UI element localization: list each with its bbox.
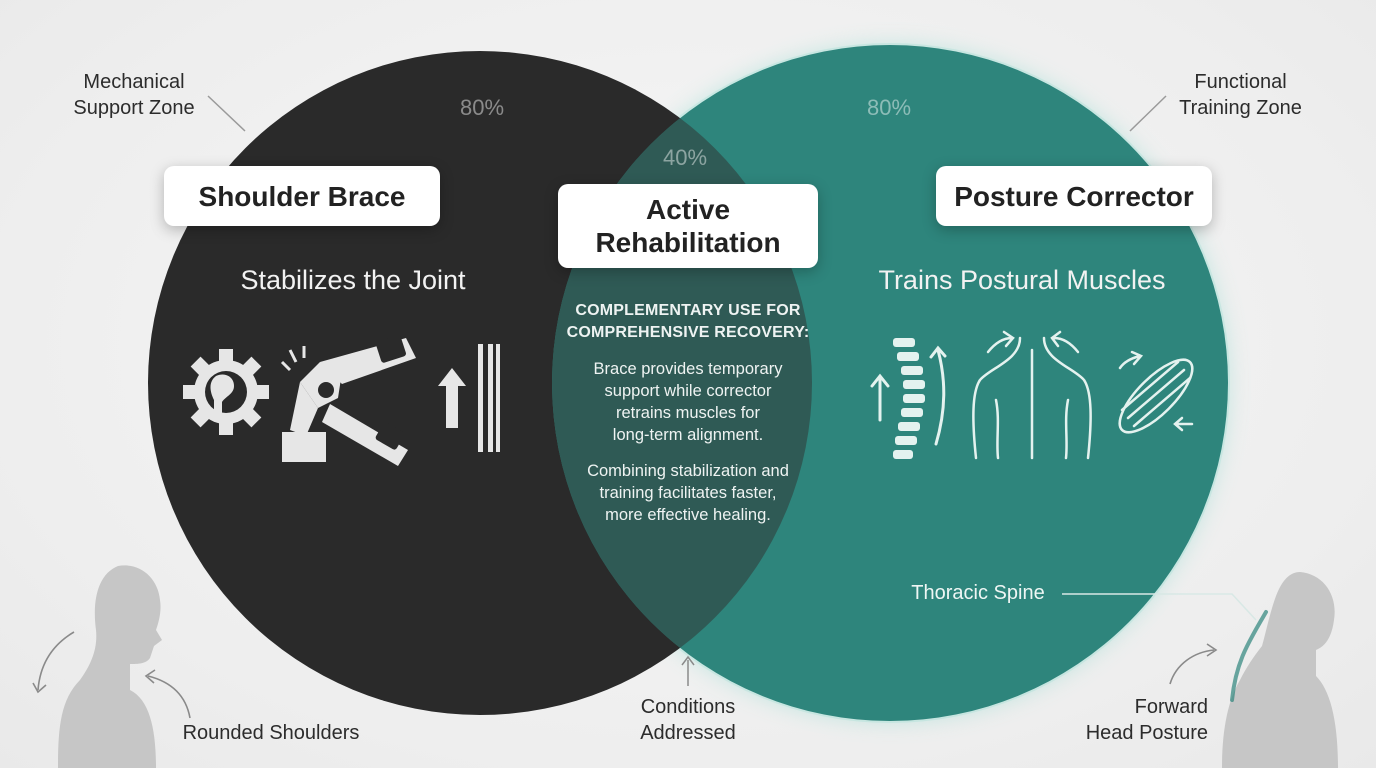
functional-leader-line	[1129, 95, 1167, 132]
para2-line: Combining stabilization and	[587, 462, 789, 480]
posture-corrector-title-text: Posture Corrector	[954, 180, 1194, 212]
mechanical-line2: Support Zone	[73, 97, 195, 119]
rounded-shoulders-pointer	[147, 675, 191, 719]
overlap-heading-line1: COMPLEMENTARY USE FOR	[575, 302, 801, 319]
functional-training-zone-label: Functional Training Zone	[1163, 69, 1318, 121]
rounded-shoulders-label: Rounded Shoulders	[182, 722, 360, 744]
active-rehab-line2: Rehabilitation	[595, 227, 781, 258]
forward-head-arrowhead	[1206, 643, 1218, 657]
overlap-heading-line2: COMPREHENSIVE RECOVERY:	[566, 324, 810, 341]
active-rehab-line1: Active	[645, 194, 731, 225]
para1-line: retrains muscles for	[616, 404, 760, 422]
back-muscles-icon	[972, 330, 1092, 460]
right-person-figure	[1222, 572, 1338, 768]
mechanical-line1: Mechanical	[83, 71, 185, 93]
brace-subtitle: Stabilizes the Joint	[240, 265, 466, 295]
knee-brace-icon	[280, 335, 416, 466]
functional-line2: Training Zone	[1179, 97, 1302, 119]
mechanical-support-zone-label: Mechanical Support Zone	[54, 69, 214, 121]
overlap-description: COMPLEMENTARY USE FOR COMPREHENSIVE RECO…	[548, 300, 828, 526]
overlap-paragraph-2: Combining stabilization and training fac…	[548, 460, 828, 526]
corrector-subtitle: Trains Postural Muscles	[878, 265, 1166, 295]
thoracic-spine-label: Thoracic Spine	[911, 582, 1045, 604]
overlap-percent-label: 40%	[663, 145, 708, 170]
forward-line2: Head Posture	[1085, 722, 1208, 744]
posture-corrector-title: Posture Corrector	[936, 166, 1212, 226]
forward-line1: Forward	[1134, 696, 1208, 718]
up-arrow-bars-icon	[438, 344, 500, 452]
corrector-percent-label: 80%	[867, 95, 912, 120]
gear-joint-icon	[183, 349, 269, 435]
rounded-shoulders-arrowhead-left	[32, 682, 47, 694]
functional-line1: Functional	[1194, 71, 1287, 93]
conditions-line2: Addressed	[640, 722, 736, 744]
active-rehabilitation-title: Active Rehabilitation	[558, 184, 818, 268]
mechanical-leader-line	[207, 95, 246, 132]
forward-head-posture-label: Forward Head Posture	[1052, 694, 1208, 746]
muscle-fiber-icon	[1118, 350, 1194, 434]
conditions-line1: Conditions	[640, 696, 736, 718]
conditions-addressed-label: Conditions Addressed	[608, 694, 768, 746]
forward-head-arc	[1169, 649, 1215, 685]
brace-percent-label: 80%	[460, 95, 505, 120]
overlap-paragraph-1: Brace provides temporary support while c…	[548, 358, 828, 446]
shoulder-brace-title: Shoulder Brace	[164, 166, 440, 226]
rounded-shoulders-arc-left	[37, 631, 75, 691]
para1-line: support while corrector	[604, 382, 772, 400]
spine-arrows-icon	[870, 338, 947, 459]
left-person-figure	[58, 565, 162, 768]
para2-line: training facilitates faster,	[599, 484, 777, 502]
para1-line: Brace provides temporary	[593, 360, 783, 378]
conditions-arrow-head	[681, 655, 695, 666]
overlap-heading: COMPLEMENTARY USE FOR COMPREHENSIVE RECO…	[548, 300, 828, 344]
para1-line: long-term alignment.	[612, 426, 764, 444]
para2-line: more effective healing.	[605, 506, 771, 524]
spine-curve-right	[1230, 610, 1268, 702]
rounded-shoulders-pointer-head	[144, 669, 156, 684]
shoulder-brace-title-text: Shoulder Brace	[198, 180, 406, 212]
thoracic-leader-line	[1062, 593, 1257, 621]
